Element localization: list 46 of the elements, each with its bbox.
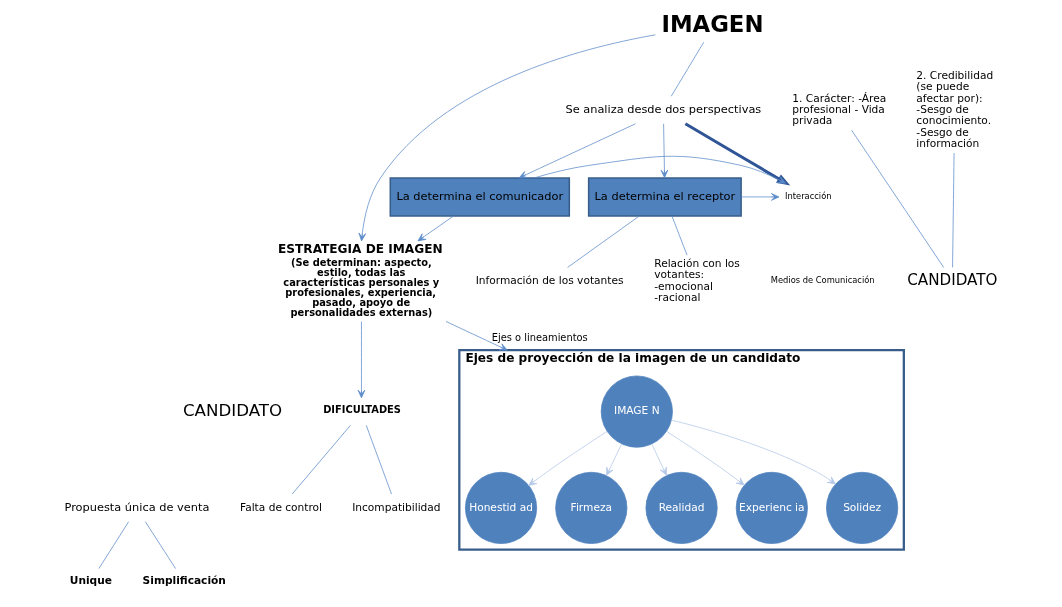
connector — [291, 424, 351, 495]
arrow — [606, 443, 623, 476]
connector — [671, 215, 688, 256]
node-text: CANDIDATO — [907, 270, 998, 289]
node-box: La determina el receptor — [587, 177, 742, 217]
arrow — [671, 419, 836, 485]
node-text: Unique — [69, 574, 112, 588]
node-text: Información de los votantes — [475, 273, 624, 287]
arrow — [651, 443, 667, 476]
arrow — [358, 34, 656, 242]
node-text: 2. Credibilidad (se puede afectar por): -Sesgo de conocimiento. -Sesgo de información — [916, 68, 994, 151]
edge-label: Ejes o lineamientos — [491, 332, 588, 344]
connector — [98, 521, 130, 569]
connector — [365, 424, 392, 495]
node-text: Interacción — [785, 191, 832, 202]
arrow — [740, 193, 780, 201]
node-text: DIFICULTADES — [323, 404, 401, 416]
node-box: La determina el comunicador — [389, 177, 571, 217]
arrow — [528, 431, 608, 486]
arrow — [445, 321, 508, 351]
arrow — [518, 123, 636, 179]
node-circle: IMAGE N — [600, 375, 673, 448]
node-text: Relación con los votantes: -emocional -racional — [654, 256, 740, 304]
node-text: Incompatibilidad — [352, 500, 441, 514]
arrow — [417, 215, 454, 242]
node-text: Simplificación — [142, 574, 226, 588]
connector — [567, 215, 640, 268]
node-text: Falta de control — [240, 500, 323, 514]
node-text: CANDIDATO — [182, 400, 283, 420]
label: Medios de Comunicación — [770, 275, 875, 286]
node-circle: Firmeza — [555, 471, 628, 544]
arrow — [666, 431, 745, 486]
node-text: Se analiza desde dos perspectivas — [565, 101, 762, 116]
node-text: ESTRATEGIA DE IMAGEN (Se determinan: aspecto, estilo, todas las características personales y profesionales, experiencia, pasado, apoyo de personalidades externas) — [278, 241, 443, 318]
node-text: Propuesta única de venta — [64, 499, 210, 514]
connector — [670, 41, 705, 97]
arrow — [533, 155, 786, 184]
connector — [952, 152, 955, 268]
node-circle: Realidad — [645, 471, 718, 544]
arrow — [660, 123, 669, 179]
node-text: 1. Carácter: -Área profesional - Vida privada — [792, 91, 887, 128]
connector — [144, 521, 176, 569]
arrow — [684, 122, 791, 186]
connector — [851, 129, 945, 268]
arrow — [357, 321, 366, 399]
node-text: IMAGEN — [661, 10, 764, 37]
